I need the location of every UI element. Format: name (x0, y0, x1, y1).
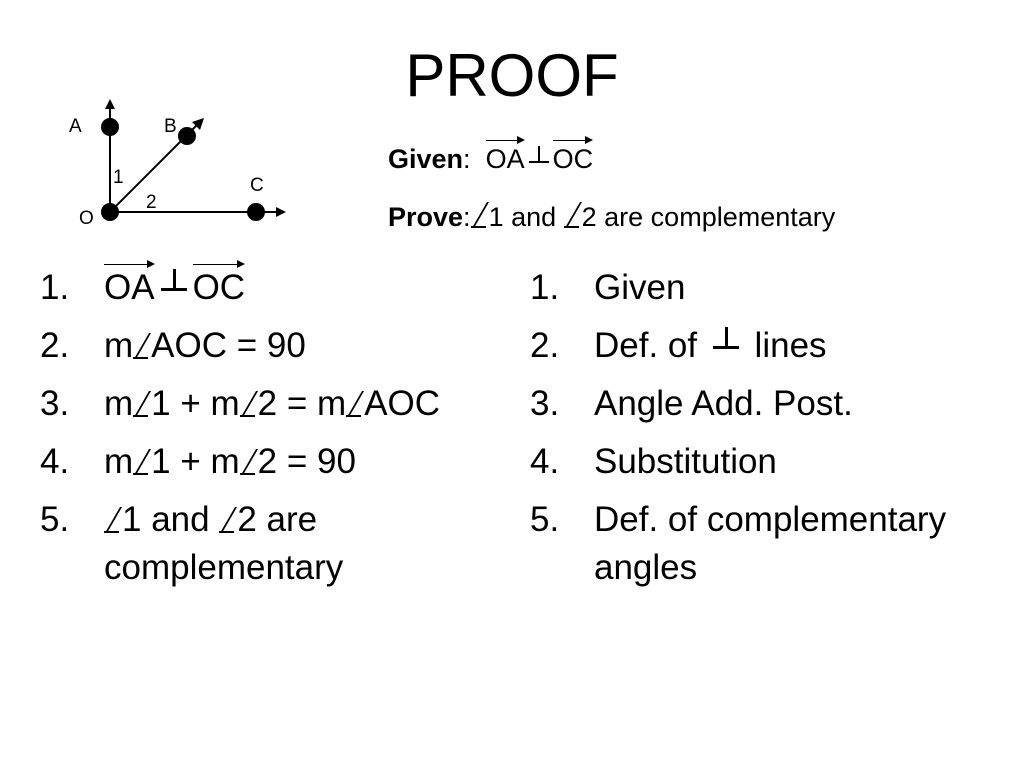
reason-text: Def. of lines (594, 326, 827, 365)
ray-oc-notation: OC (192, 260, 245, 305)
reason-number: 4. (530, 442, 560, 481)
reason-row: 2. Def. of lines (530, 322, 1010, 370)
statement-row: 1. OA OC (40, 260, 510, 312)
statement-number: 4. (40, 442, 70, 481)
angle-diagram: A B C O 1 2 (69, 99, 286, 229)
reason-number: 2. (530, 326, 560, 365)
label-angle-2: 2 (146, 192, 157, 213)
angle-icon (239, 389, 258, 417)
reason-text: Def. of complementary angles (594, 500, 947, 587)
angle-icon (346, 389, 364, 417)
reason-number: 5. (530, 500, 560, 539)
reason-number: 3. (530, 384, 560, 423)
angle-icon (133, 331, 151, 359)
angle-icon (133, 389, 151, 417)
angle-icon (470, 200, 489, 228)
given-label: Given (388, 144, 464, 174)
reason-row: 1. Given (530, 264, 1010, 312)
point-b (178, 127, 196, 145)
statement-row: 5. 1 and 2 are complementary (40, 496, 510, 592)
perpendicular-icon (712, 327, 739, 351)
reason-row: 3. Angle Add. Post. (530, 380, 1010, 428)
prove-label: Prove (388, 202, 464, 232)
statement-number: 3. (40, 384, 70, 423)
angle-icon (133, 447, 151, 475)
prove-line: Prove:1 and 2 are complementary (388, 200, 836, 232)
label-a: A (69, 116, 82, 137)
point-o (101, 203, 119, 221)
angle-icon (104, 505, 122, 533)
ray-oa-arrow-icon (105, 99, 115, 109)
point-a (101, 118, 119, 136)
reason-text: Angle Add. Post. (594, 384, 853, 423)
label-o: O (79, 208, 94, 229)
statement-text: OA OC (104, 260, 510, 312)
ray-oa-notation: OA (104, 260, 155, 305)
reason-text: Given (594, 268, 686, 307)
page-title: PROOF (405, 42, 619, 109)
reason-text: Substitution (594, 442, 777, 481)
label-b: B (164, 116, 177, 137)
statement-number: 2. (40, 326, 70, 365)
perpendicular-icon (528, 146, 549, 164)
reason-row: 5. Def. of complementary angles (530, 496, 1010, 592)
statement-text: 1 and 2 are complementary (104, 500, 344, 587)
angle-icon (563, 200, 582, 228)
ray-oa-notation: OA (485, 136, 525, 173)
statement-number: 1. (40, 268, 70, 307)
point-c (247, 203, 265, 221)
ray-ob-arrow-icon (192, 118, 204, 130)
statement-number: 5. (40, 500, 70, 539)
ray-oc-notation: OC (552, 136, 593, 173)
label-angle-1: 1 (113, 167, 124, 188)
ray-oc-arrow-icon (276, 207, 286, 217)
reason-number: 1. (530, 268, 560, 307)
label-c: C (250, 175, 264, 196)
angle-icon (239, 447, 258, 475)
reasons-column: 1. Given 2. Def. of lines 3. Angle Add. … (530, 264, 1010, 602)
perpendicular-icon (160, 269, 187, 293)
reason-row: 4. Substitution (530, 438, 1010, 486)
angle-icon (219, 505, 237, 533)
